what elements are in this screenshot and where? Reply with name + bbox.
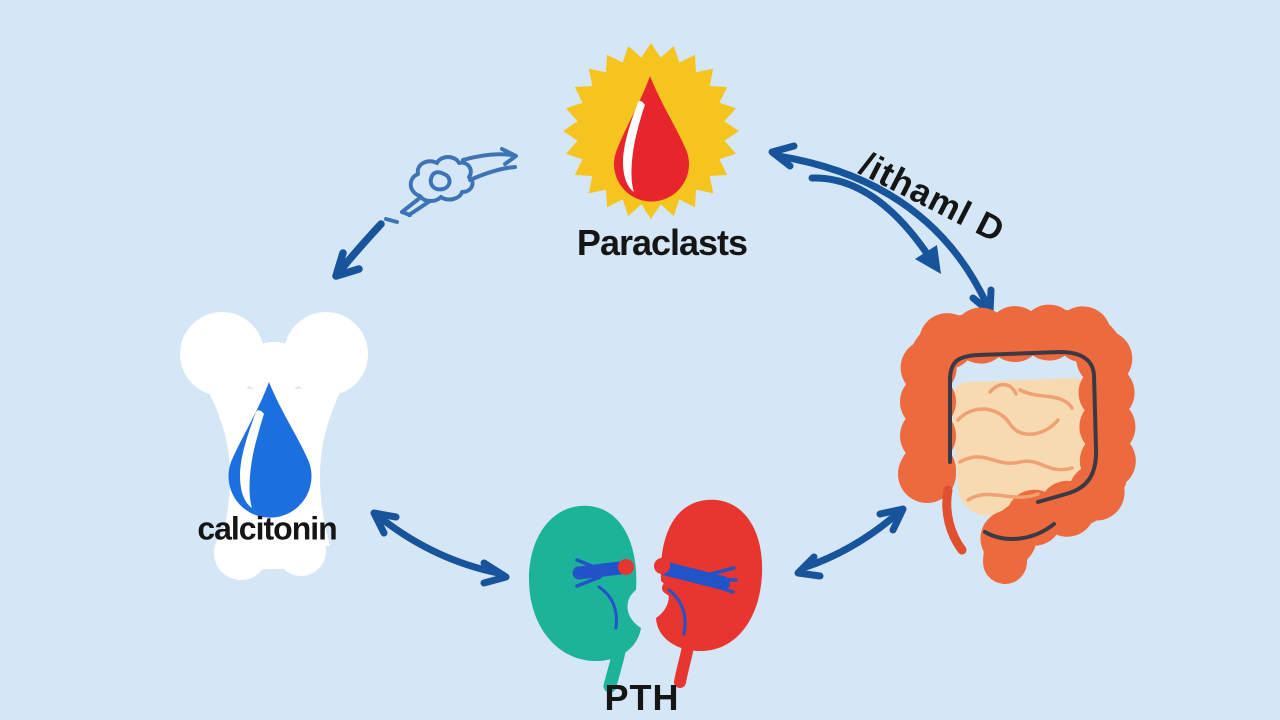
kidneys-icon <box>529 499 763 693</box>
intestine-outline <box>948 349 1099 541</box>
bone-label: calcitonin <box>197 510 337 547</box>
right-vessel-tip <box>654 558 670 574</box>
small-intestine-squiggles <box>956 382 1074 502</box>
colon-tube <box>906 310 1131 584</box>
arrow-doodle-to-bone <box>332 220 385 280</box>
colon-wall <box>900 304 1137 590</box>
arrow-bone-kidneys <box>370 509 510 587</box>
parathyroid-label: Paraclasts <box>576 222 748 263</box>
arrows <box>332 142 995 587</box>
appendix <box>942 485 967 555</box>
sun-blood-drop-icon <box>563 43 739 219</box>
intestine-icon <box>898 304 1137 590</box>
arrow-kidneys-intestine <box>794 505 907 580</box>
calcium-drop-highlight <box>240 410 264 508</box>
arrow-vitamin-d-inner <box>808 174 941 274</box>
bone-icon <box>180 312 368 580</box>
renal-vessels <box>572 558 738 636</box>
kidneys-label: PTH <box>604 677 680 718</box>
blood-drop <box>614 76 689 202</box>
left-vessel-tip <box>618 559 634 575</box>
blood-drop-highlight <box>623 101 645 192</box>
cecum <box>898 445 956 503</box>
scribble-doodle-icon <box>384 147 518 224</box>
